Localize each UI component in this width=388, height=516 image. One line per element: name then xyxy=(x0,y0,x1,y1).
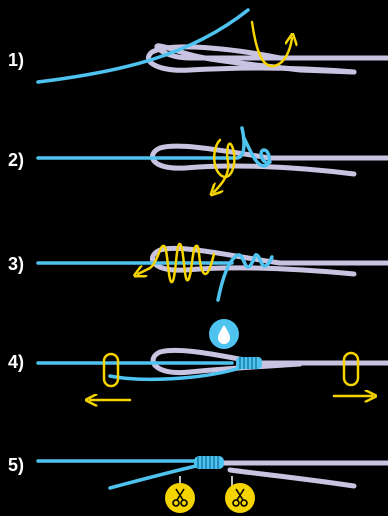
step-5-lavender-line xyxy=(219,460,388,489)
step-4-illustration xyxy=(36,319,388,400)
scissors-icon xyxy=(165,483,195,513)
step-1-yellow-arrow xyxy=(250,20,292,68)
step-1-blue-line xyxy=(36,8,250,84)
step-3-illustration xyxy=(36,242,388,302)
step-1-illustration xyxy=(36,8,388,84)
step-5-blue-lines xyxy=(36,459,198,490)
step-5-label: 5) xyxy=(8,455,25,475)
step-3-label: 3) xyxy=(8,254,25,274)
step-4-label: 4) xyxy=(8,352,25,372)
scissors-icon xyxy=(225,483,255,513)
water-drop-icon xyxy=(209,319,239,349)
step-2-label: 2) xyxy=(8,150,25,170)
step-2-blue-line xyxy=(36,126,246,160)
step-4-right-ring xyxy=(342,351,360,387)
step-1-label: 1) xyxy=(8,50,25,70)
step-5-illustration xyxy=(36,456,388,513)
step-2-yellow-spiral xyxy=(214,138,236,192)
step-5-knot-stripes xyxy=(197,456,219,469)
step-3-yellow-coil xyxy=(138,242,216,284)
step-2-illustration xyxy=(36,126,388,192)
step-4-left-ring xyxy=(102,352,120,388)
step-2-blue-wraps xyxy=(242,136,272,168)
step-4-knot-stripes xyxy=(239,357,257,369)
step-1-lavender-loop xyxy=(146,44,357,75)
step-4-blue-lines xyxy=(36,361,242,382)
step-3-blue-wraps xyxy=(216,253,274,302)
